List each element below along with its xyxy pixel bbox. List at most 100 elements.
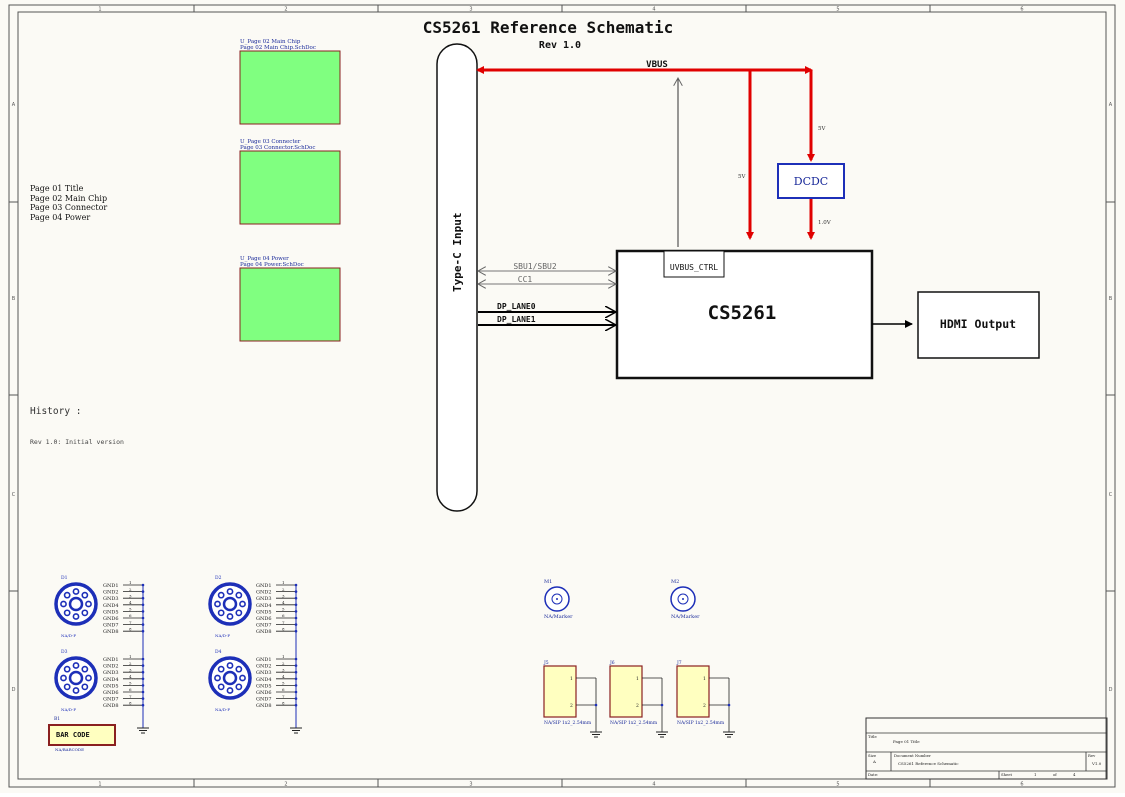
- pin-number: 2: [570, 703, 573, 709]
- tb-docnum-label: Document Number: [894, 753, 931, 758]
- gnd-pin-label: GND7: [256, 623, 272, 629]
- zone-letter: B: [1109, 296, 1113, 302]
- sheet-filename: Page 02 Main Chip.SchDoc: [240, 45, 316, 51]
- page-list: Page 01 Title Page 02 Main Chip Page 03 …: [30, 184, 107, 222]
- header-ref: J7: [676, 660, 682, 666]
- pin-number: 1: [703, 676, 706, 682]
- header-value: NA/SIP 1x2_2.54mm: [677, 720, 725, 726]
- pin-number: 6: [282, 687, 285, 692]
- mounting-hole[interactable]: D1NA/D-PGND11GND22GND33GND44GND55GND66GN…: [54, 575, 145, 638]
- tb-sheet-total: 4: [1073, 772, 1076, 777]
- pin-number: 4: [129, 600, 132, 605]
- pin-number: 7: [282, 694, 285, 699]
- mounting-hole[interactable]: D4NA/D-PGND11GND22GND33GND44GND55GND66GN…: [208, 649, 298, 712]
- tb-rev-value: V1.0: [1091, 761, 1102, 766]
- gnd-pin-label: GND6: [256, 690, 272, 696]
- pin-number: 1: [282, 654, 285, 659]
- barcode-part[interactable]: B1 BAR CODE NA/BARCODE: [48, 716, 116, 752]
- header-ref: J6: [609, 660, 615, 666]
- tb-title-value: Page 01 Title: [893, 739, 920, 744]
- typec-input-label: Type-C Input: [451, 213, 464, 292]
- header-value: NA/SIP 1x2_2.54mm: [610, 720, 658, 726]
- mounting-hole-ref: D4: [215, 649, 222, 655]
- sheet-symbol-main-chip[interactable]: U_Page 02 Main Chip Page 02 Main Chip.Sc…: [239, 39, 341, 125]
- zone-number: 6: [1020, 782, 1023, 788]
- tb-size-value: A: [872, 759, 876, 764]
- hdmi-output-label: HDMI Output: [940, 317, 1016, 331]
- cc-label: CC1: [518, 275, 533, 284]
- page-list-item: Page 04 Power: [30, 213, 90, 222]
- marker-value: NA/Marker: [544, 614, 573, 620]
- marker-m1[interactable]: M1 NA/Marker: [544, 579, 573, 620]
- mounting-hole[interactable]: D3NA/D-PGND11GND22GND33GND44GND55GND66GN…: [54, 649, 145, 712]
- pin-number: 2: [282, 587, 285, 592]
- history-heading: History :: [30, 406, 81, 417]
- gnd-pin-label: GND6: [103, 690, 119, 696]
- mounting-hole-ref: D3: [61, 649, 68, 655]
- sheet-designator: U_Page 03 Connecter: [240, 139, 301, 145]
- tb-of-label: of: [1053, 772, 1057, 777]
- pin-number: 5: [129, 681, 132, 686]
- marker-m2[interactable]: M2 NA/Marker: [670, 579, 700, 620]
- pin-number: 6: [282, 613, 285, 618]
- zone-number: 5: [836, 782, 839, 788]
- gnd-pin-label: GND7: [256, 697, 272, 703]
- mounting-holes: D1NA/D-PGND11GND22GND33GND44GND55GND66GN…: [54, 575, 302, 734]
- pin-number: 2: [636, 703, 639, 709]
- zone-letter: D: [12, 687, 16, 693]
- dcdc-label: DCDC: [794, 175, 828, 188]
- zone-letter: A: [12, 102, 16, 108]
- pin-number: 2: [282, 661, 285, 666]
- sheet-symbol-connector[interactable]: U_Page 03 Connecter Page 03 Connector.Sc…: [239, 139, 341, 225]
- zone-number: 6: [1020, 7, 1023, 13]
- pin-number: 7: [129, 694, 132, 699]
- zone-number: 4: [652, 7, 655, 13]
- vbus-net: [476, 66, 815, 240]
- pin-number: 3: [129, 667, 132, 672]
- zone-number: 2: [284, 7, 287, 13]
- history-entry: Rev 1.0: Initial version: [30, 438, 124, 446]
- sheet-symbol-power[interactable]: U_Page 04 Power Page 04 Power.SchDoc: [239, 256, 341, 342]
- zone-number: 3: [469, 782, 472, 788]
- gnd-pin-label: GND1: [256, 657, 272, 663]
- mounting-hole-value: NA/D-P: [61, 707, 76, 712]
- tb-rev-label: Rev: [1088, 753, 1096, 758]
- gnd-pin-label: GND8: [103, 703, 119, 709]
- pin-number: 8: [282, 626, 285, 631]
- gnd-pin-label: GND3: [103, 596, 119, 602]
- zone-number: 1: [98, 7, 101, 13]
- gnd-pin-label: GND8: [256, 703, 272, 709]
- gnd-pin-label: GND1: [256, 583, 272, 589]
- gnd-pin-label: GND1: [103, 657, 119, 663]
- zone-letter: B: [12, 296, 16, 302]
- tb-title-label: Title: [868, 734, 877, 739]
- gnd-pin-label: GND4: [103, 677, 119, 683]
- gnd-pin-label: GND2: [103, 664, 119, 670]
- zone-number: 1: [98, 782, 101, 788]
- gnd-pin-label: GND5: [103, 609, 119, 615]
- hdmi-output-block: HDMI Output: [917, 291, 1040, 359]
- mounting-hole-ref: D1: [61, 575, 68, 581]
- tb-docnum-value: CS5261 Reference Schematic: [898, 761, 959, 766]
- zone-number: 2: [284, 782, 287, 788]
- pin-number: 7: [282, 620, 285, 625]
- dcdc-block: DCDC: [777, 163, 845, 199]
- pin-number: 1: [129, 654, 132, 659]
- pin-number: 1: [129, 580, 132, 585]
- gnd-pin-label: GND2: [256, 590, 272, 596]
- dp-lane0-label: DP_LANE0: [497, 302, 536, 311]
- gnd-pin-label: GND3: [103, 670, 119, 676]
- mounting-hole[interactable]: D2NA/D-PGND11GND22GND33GND44GND55GND66GN…: [208, 575, 298, 638]
- barcode-ref: B1: [54, 716, 60, 722]
- mounting-hole-value: NA/D-P: [215, 633, 230, 638]
- gnd-pin-label: GND2: [256, 664, 272, 670]
- page-list-item: Page 03 Connector: [30, 203, 107, 212]
- gnd-pin-label: GND4: [256, 677, 272, 683]
- barcode-label: BAR CODE: [56, 731, 90, 739]
